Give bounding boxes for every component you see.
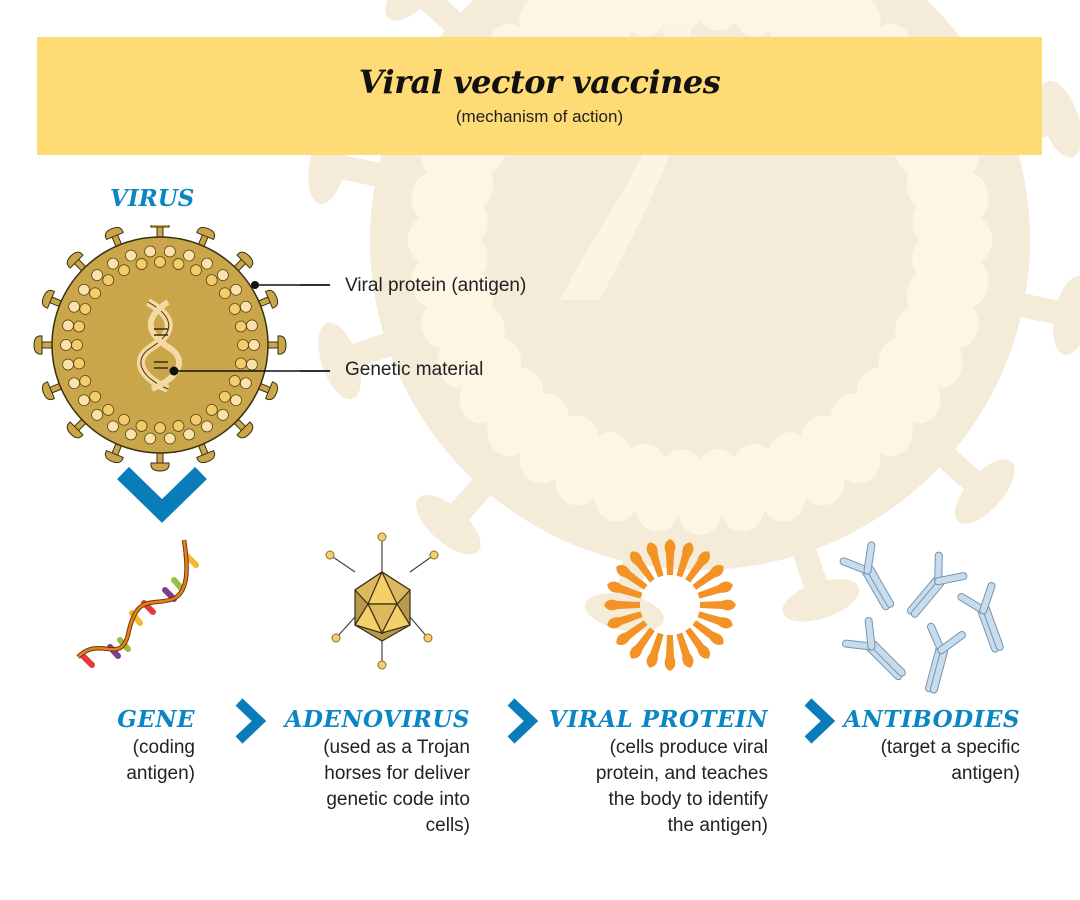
chevron-right-icon <box>507 698 539 744</box>
step-antibodies-line: (target a specific <box>880 737 1020 758</box>
genetic-material-icon <box>137 298 182 393</box>
step-adenovirus-line: horses for deliver <box>324 763 470 784</box>
protein-spike <box>616 620 648 646</box>
page-title: Viral vector vaccines <box>358 63 721 101</box>
protein-spike <box>664 539 676 575</box>
viral-protein-icon <box>604 539 736 671</box>
protein-spike <box>629 627 655 659</box>
step-adenovirus-title: ADENOVIRUS <box>284 706 470 733</box>
antibodies-icon <box>839 541 1004 694</box>
protein-spike <box>697 611 733 629</box>
step-viral-protein-line: the body to identify <box>608 789 769 810</box>
step-adenovirus-line: cells) <box>425 815 470 836</box>
step-gene-line: (coding <box>132 737 195 758</box>
virus-spike <box>104 439 124 464</box>
protein-spike <box>685 551 711 583</box>
chevron-right-icon <box>235 698 267 744</box>
protein-spike <box>676 542 694 578</box>
step-viral-protein-line: the antigen) <box>667 815 768 836</box>
step-gene-line: antigen) <box>126 763 195 784</box>
callout-viral-protein: Viral protein (antigen) <box>345 275 527 296</box>
protein-spike <box>676 632 694 668</box>
protein-spike <box>607 611 643 629</box>
chevron-down-icon <box>117 466 207 523</box>
adenovirus-icon <box>325 532 439 670</box>
protein-spike <box>664 635 676 671</box>
antibody <box>842 617 906 681</box>
protein-spike <box>685 627 711 659</box>
step-viral-protein-title: VIRAL PROTEIN <box>548 706 768 733</box>
protein-spike <box>646 542 664 578</box>
virus-heading: VIRUS <box>110 185 195 212</box>
step-antibodies-title: ANTIBODIES <box>843 706 1020 733</box>
virus-diagram <box>33 225 330 472</box>
title-banner: Viral vector vaccines (mechanism of acti… <box>37 37 1042 155</box>
genetic-pointer-dot <box>169 366 179 376</box>
step-antibodies-line: antigen) <box>951 763 1020 784</box>
dna-strand-icon <box>76 539 199 668</box>
protein-spike <box>700 599 736 611</box>
antibody <box>839 541 895 611</box>
antibody <box>957 582 1004 653</box>
step-adenovirus-line: genetic code into <box>326 789 470 810</box>
step-adenovirus-line: (used as a Trojan <box>323 737 470 758</box>
antibody <box>906 551 968 618</box>
antigen-pointer-dot <box>251 281 259 289</box>
step-gene-title: GENE <box>117 706 195 733</box>
protein-spike <box>692 564 724 590</box>
step-adenovirus: ADENOVIRUS (used as a Trojan horses for … <box>280 705 470 839</box>
antibody <box>925 622 966 694</box>
protein-spike <box>616 564 648 590</box>
page-subtitle: (mechanism of action) <box>455 107 624 126</box>
chevron-right-icon <box>804 698 836 744</box>
protein-spike <box>604 599 640 611</box>
protein-spike <box>692 620 724 646</box>
step-viral-protein-line: protein, and teaches <box>595 763 768 784</box>
protein-spike <box>646 632 664 668</box>
callout-genetic-material: Genetic material <box>345 359 484 380</box>
step-viral-protein: VIRAL PROTEIN (cells produce viral prote… <box>530 705 768 839</box>
protein-spike <box>629 551 655 583</box>
step-viral-protein-line: (cells produce viral <box>609 737 768 758</box>
step-antibodies: ANTIBODIES (target a specific antigen) <box>840 705 1021 787</box>
protein-spike <box>697 581 733 599</box>
step-gene: GENE (coding antigen) <box>95 705 195 787</box>
protein-spike <box>607 581 643 599</box>
